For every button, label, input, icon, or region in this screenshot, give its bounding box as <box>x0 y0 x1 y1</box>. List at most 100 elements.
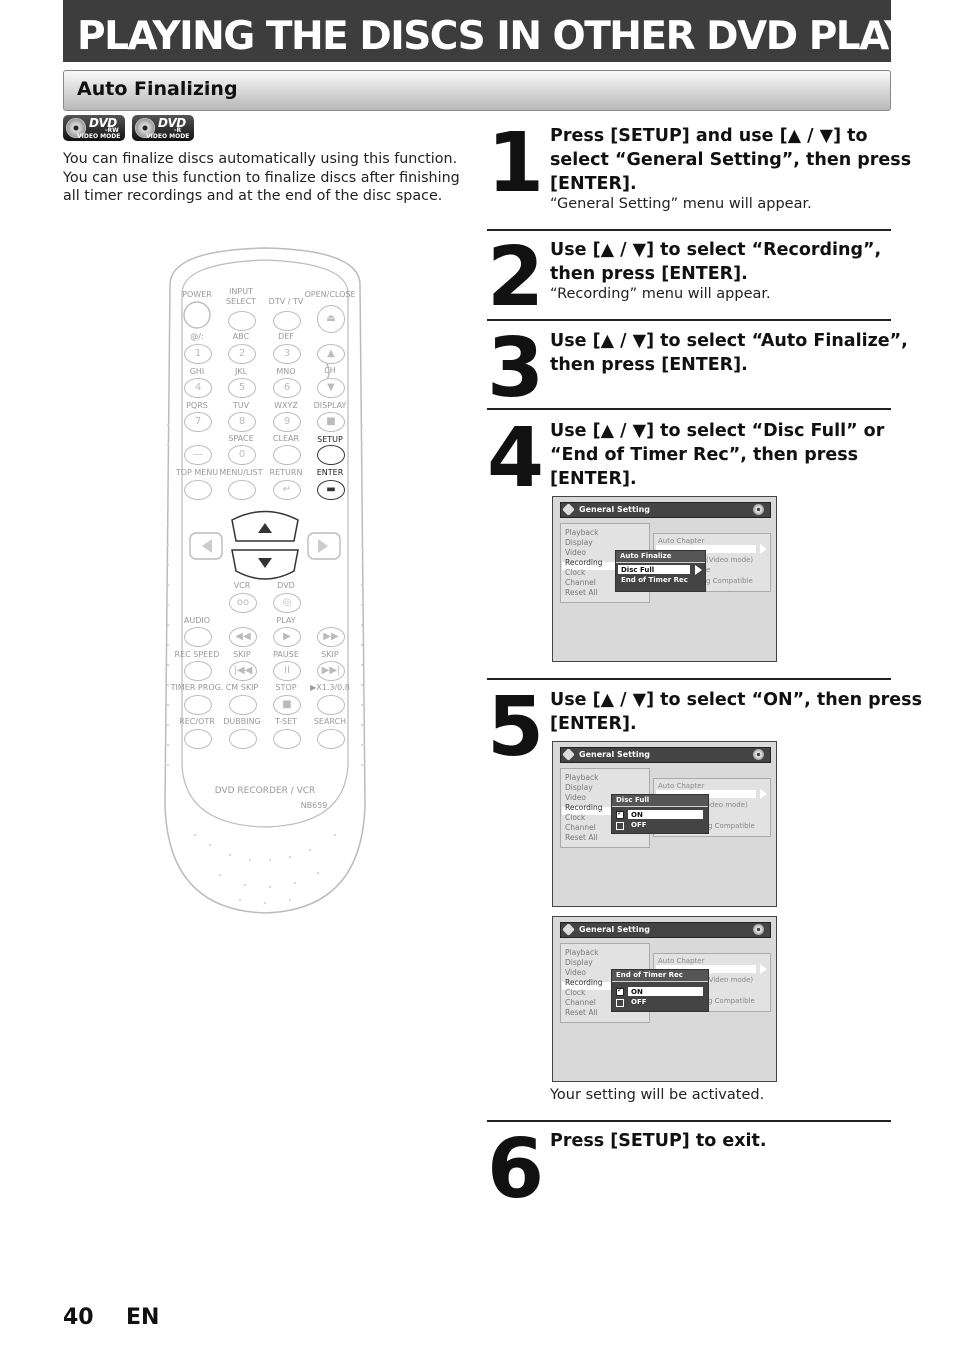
step-line: “End of Timer Rec”, then press <box>550 445 859 465</box>
osd-option-highlight <box>618 565 690 574</box>
osd-option-off[interactable]: OFF <box>631 821 647 829</box>
input-select-button[interactable] <box>228 311 256 331</box>
osd-menu-item[interactable]: Video <box>565 793 587 802</box>
timer-prog-button[interactable] <box>184 695 212 715</box>
osd-submenu-item[interactable]: Auto Chapter <box>658 537 705 545</box>
digit-4-button[interactable]: 4 <box>184 378 212 398</box>
osd-menu-item[interactable]: Playback <box>565 528 599 537</box>
rec-otr-button[interactable] <box>184 729 212 749</box>
play-button[interactable]: ▶ <box>273 627 301 647</box>
checkbox-checked-icon[interactable] <box>616 986 624 996</box>
osd-menu-item-selected[interactable]: Recording <box>565 803 603 812</box>
osd-option-end-of-timer-rec[interactable]: End of Timer Rec <box>621 576 688 584</box>
cm-skip-button[interactable] <box>229 695 257 715</box>
dash-button[interactable]: — <box>184 445 212 465</box>
checkbox-empty-icon[interactable] <box>616 999 624 1007</box>
step-number: 1 <box>487 116 544 211</box>
channel-down-button[interactable]: ▼ <box>317 378 345 398</box>
digit-0-button[interactable]: 0 <box>228 445 256 465</box>
osd-option-highlight <box>628 987 703 996</box>
osd-menu-item[interactable]: Display <box>565 538 593 547</box>
vcr-button[interactable]: oo <box>229 593 257 613</box>
checkbox-empty-icon[interactable] <box>616 822 624 830</box>
osd-menu-item[interactable]: Reset All <box>565 1008 598 1017</box>
osd-menu-item[interactable]: Video <box>565 548 587 557</box>
osd-menu-item[interactable]: Display <box>565 783 593 792</box>
dvd-button[interactable]: ◎ <box>273 593 301 613</box>
osd-option-on[interactable]: ON <box>631 811 643 819</box>
osd-submenu-item[interactable]: g Compatible <box>708 822 755 830</box>
top-menu-button[interactable] <box>184 480 212 500</box>
osd-popup: Disc Full ON OFF <box>611 794 709 834</box>
digit-5-button[interactable]: 5 <box>228 378 256 398</box>
remote-body-icon <box>164 247 366 914</box>
osd-menu-item[interactable]: Playback <box>565 948 599 957</box>
osd-menu-item[interactable]: Clock <box>565 568 586 577</box>
audio-button[interactable] <box>184 627 212 647</box>
clear-button[interactable] <box>273 445 301 465</box>
digit-2-button[interactable]: 2 <box>228 344 256 364</box>
osd-screen-end-of-timer-rec: General Setting Playback Display Video R… <box>552 916 777 1082</box>
stop-button[interactable]: ■ <box>273 695 301 715</box>
osd-menu-item[interactable]: Clock <box>565 988 586 997</box>
pause-button[interactable]: II <box>273 661 301 681</box>
osd-menu-item[interactable]: Channel <box>565 578 596 587</box>
display-button[interactable]: ■ <box>317 412 345 432</box>
digit-1-button[interactable]: 1 <box>184 344 212 364</box>
digit-label: 8 <box>238 416 246 427</box>
osd-menu-item[interactable]: Clock <box>565 813 586 822</box>
osd-submenu-item[interactable]: Auto Chapter <box>658 957 705 965</box>
osd-menu-item[interactable]: Channel <box>565 998 596 1007</box>
digit-8-button[interactable]: 8 <box>228 412 256 432</box>
osd-option-on[interactable]: ON <box>631 988 643 996</box>
digit-7-button[interactable]: 7 <box>184 412 212 432</box>
fast-forward-button[interactable]: ▶▶ <box>317 627 345 647</box>
t-set-button[interactable] <box>273 729 301 749</box>
osd-menu-item[interactable]: Channel <box>565 823 596 832</box>
triangle-right-icon <box>760 544 767 554</box>
dubbing-label: DUBBING <box>223 717 261 726</box>
digit-3-button[interactable]: 3 <box>273 344 301 364</box>
osd-submenu-item[interactable]: g Compatible <box>706 577 753 585</box>
dubbing-button[interactable] <box>229 729 257 749</box>
osd-submenu-item[interactable]: (Video mode) <box>706 556 754 564</box>
return-button[interactable]: ↵ <box>273 480 301 500</box>
digit-9-button[interactable]: 9 <box>273 412 301 432</box>
osd-selection-highlight <box>562 562 648 570</box>
skip-forward-button[interactable]: ▶▶| <box>317 661 345 681</box>
step-line: [ENTER]. <box>550 174 637 194</box>
osd-menu-item-selected[interactable]: Recording <box>565 978 603 987</box>
osd-menu-item[interactable]: Reset All <box>565 588 598 597</box>
osd-submenu-item[interactable]: (Video mode) <box>706 976 754 984</box>
digit-6-button[interactable]: 6 <box>273 378 301 398</box>
search-button[interactable] <box>317 729 345 749</box>
osd-menu-item-selected[interactable]: Recording <box>565 558 603 567</box>
osd-submenu-item[interactable]: ideo mode) <box>708 801 748 809</box>
menu-list-button[interactable] <box>228 480 256 500</box>
enter-button[interactable]: ▬ <box>317 480 345 500</box>
skip-back-button[interactable]: |◀◀ <box>229 661 257 681</box>
rec-speed-label: REC SPEED <box>174 650 220 659</box>
osd-menu-item[interactable]: Reset All <box>565 833 598 842</box>
osd-menu-item[interactable]: Playback <box>565 773 599 782</box>
osd-submenu-item[interactable]: g Compatible <box>708 997 755 1005</box>
setup-button[interactable] <box>317 445 345 465</box>
osd-menu-item[interactable]: Display <box>565 958 593 967</box>
def-label: DEF <box>278 332 294 341</box>
input-label: INPUT <box>229 287 253 296</box>
remote-control-illustration: POWER INPUT SELECT DTV / TV OPEN/CLOSE ⏏… <box>150 245 380 915</box>
osd-submenu-item[interactable]: e <box>706 566 711 574</box>
osd-submenu-item[interactable]: Auto Chapter <box>658 782 705 790</box>
rec-speed-button[interactable] <box>184 661 212 681</box>
osd-menu-item[interactable]: Video <box>565 968 587 977</box>
open-close-button[interactable]: ⏏ <box>317 305 345 333</box>
osd-option-disc-full[interactable]: Disc Full <box>621 566 655 574</box>
dtv-tv-button[interactable] <box>273 311 301 331</box>
speed-button[interactable] <box>317 695 345 715</box>
osd-option-off[interactable]: OFF <box>631 998 647 1006</box>
checkbox-checked-icon[interactable] <box>616 809 624 819</box>
rewind-button[interactable]: ◀◀ <box>229 627 257 647</box>
channel-up-button[interactable]: ▲ <box>317 344 345 364</box>
osd-header-title: General Setting <box>579 505 650 514</box>
tuv-label: TUV <box>232 401 250 410</box>
